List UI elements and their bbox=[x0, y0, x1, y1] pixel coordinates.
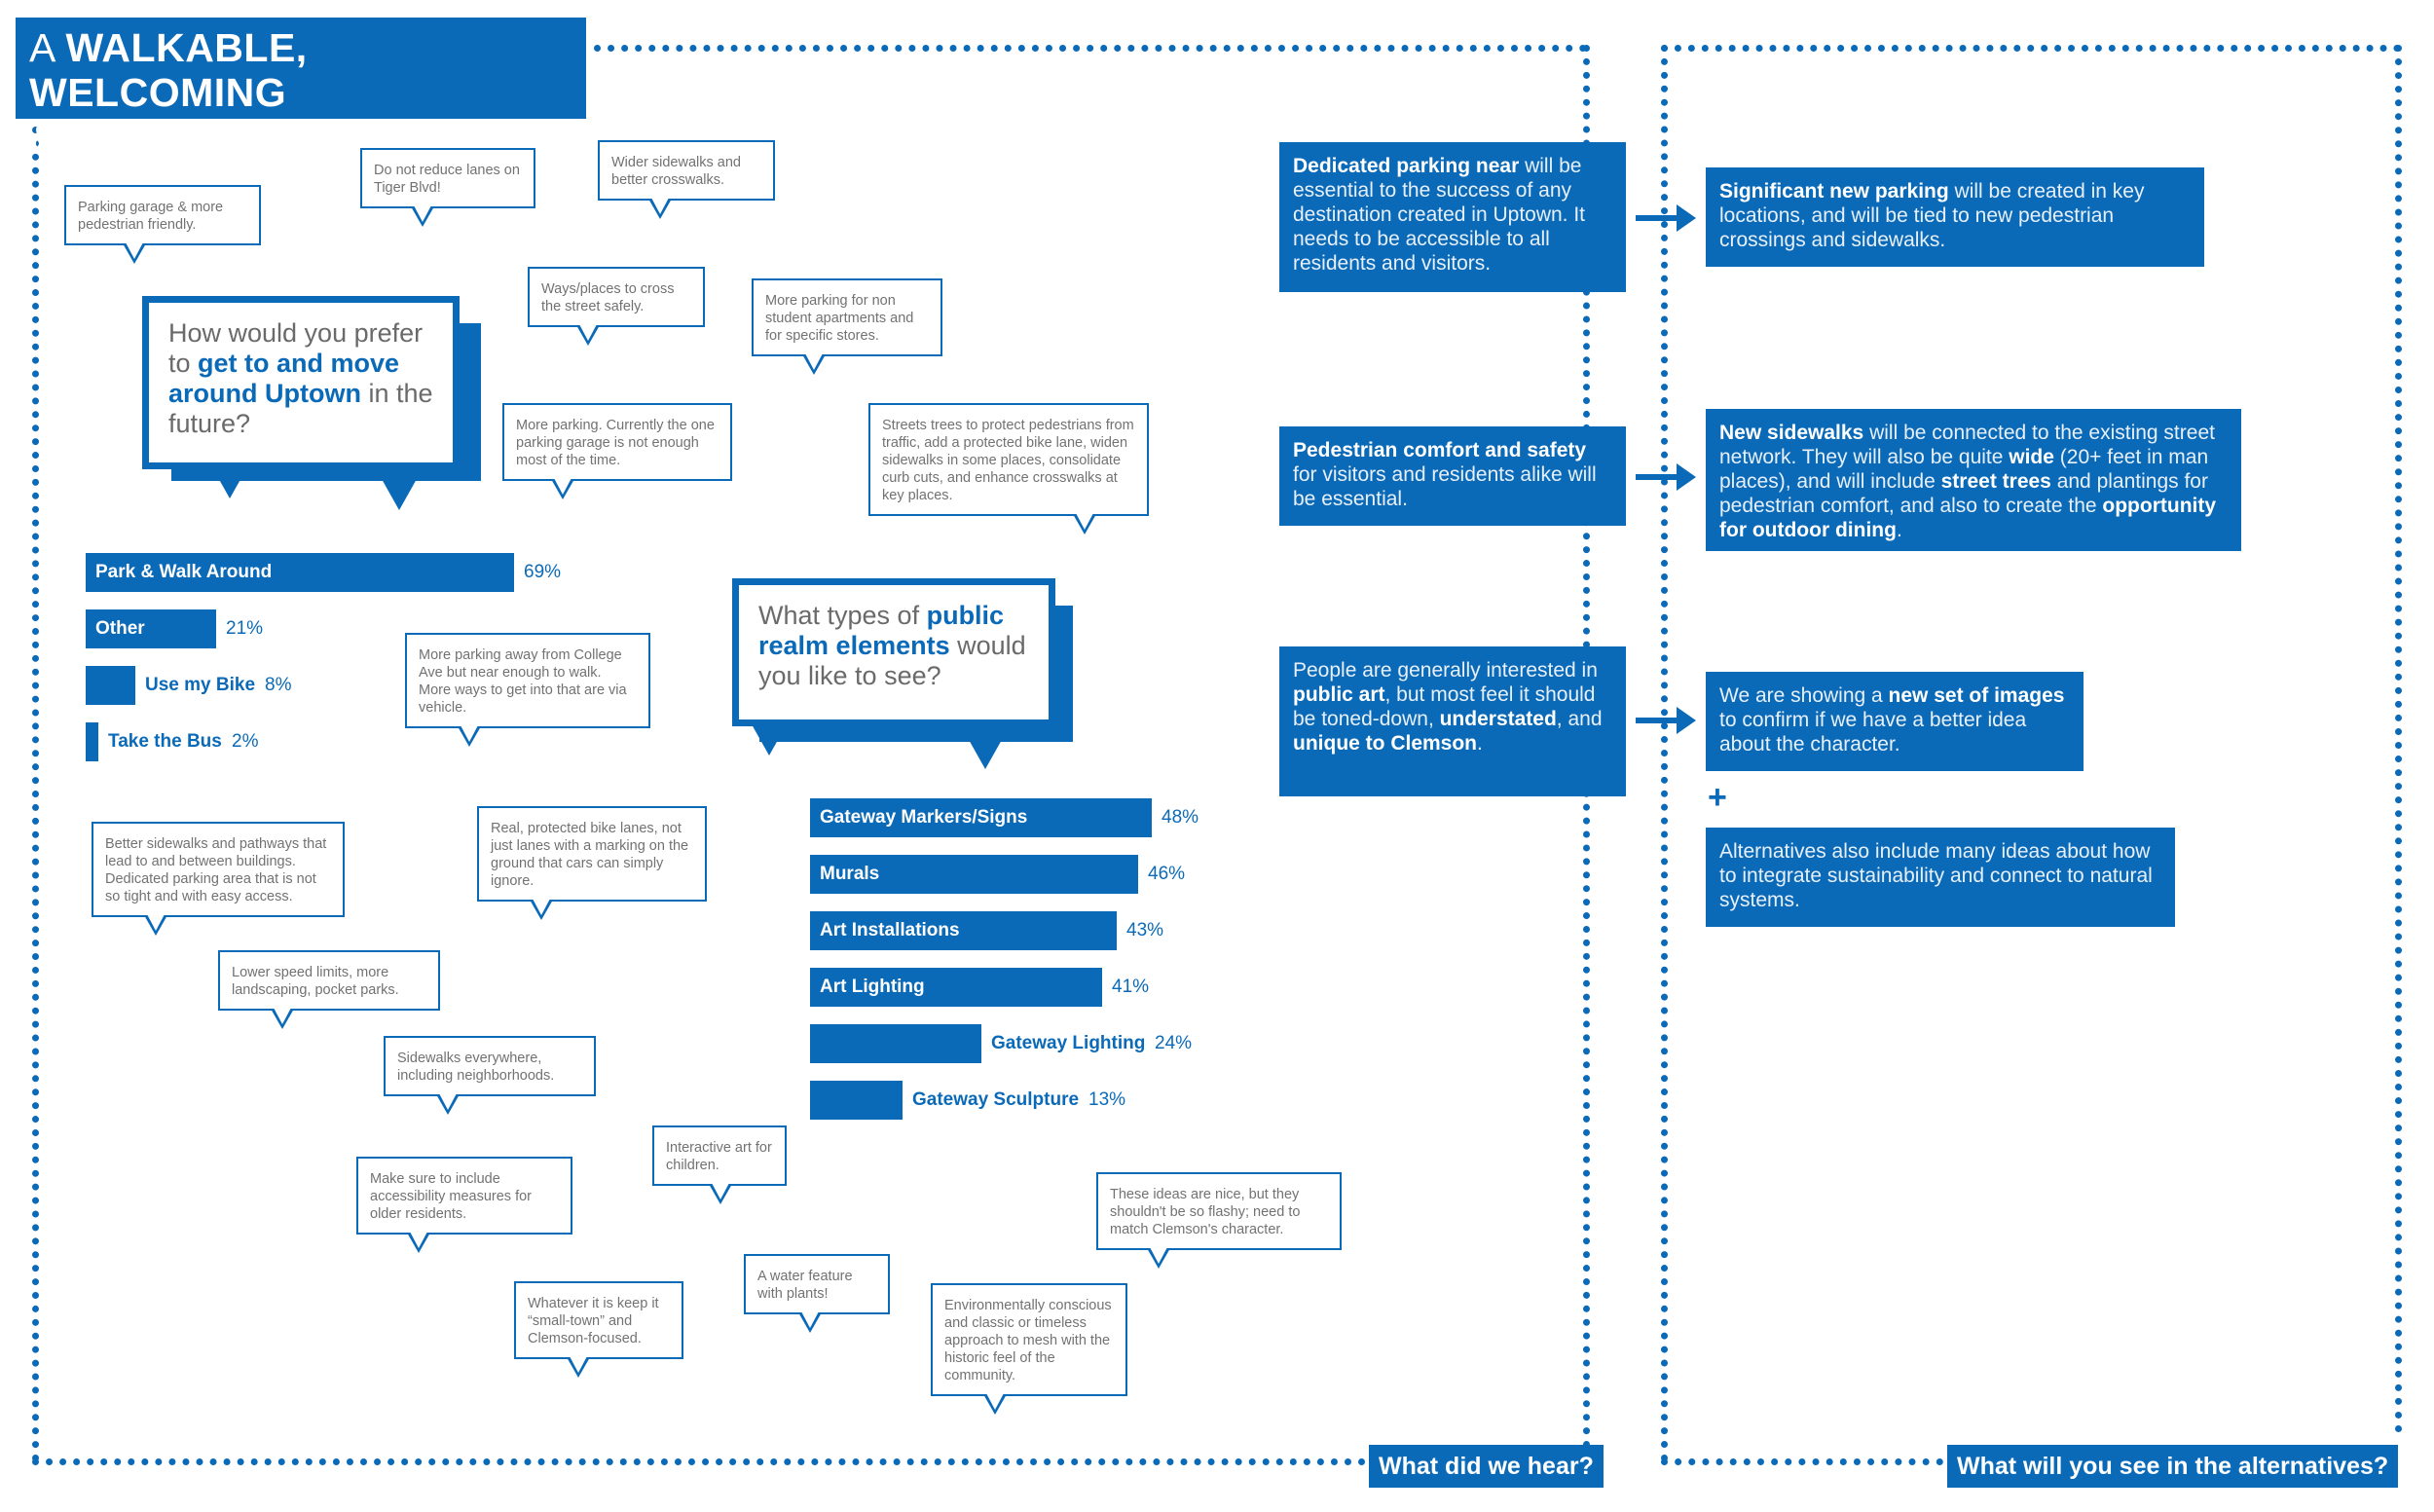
right-frame-right bbox=[2395, 45, 2402, 1433]
bar-value-label: 24% bbox=[1155, 1033, 1193, 1053]
bar-value-label: 41% bbox=[1112, 977, 1150, 997]
bar bbox=[810, 798, 1152, 837]
bar-label: Gateway Sculpture bbox=[912, 1089, 1080, 1110]
heard-box-public-art: People are generally interested in publi… bbox=[1279, 646, 1626, 796]
arrow-right-icon bbox=[1636, 463, 1696, 491]
bar-value-label: 69% bbox=[524, 562, 562, 582]
left-frame-bottom bbox=[32, 1458, 1366, 1465]
comment-bubble: Lower speed limits, more landscaping, po… bbox=[218, 950, 440, 1029]
comment-bubble: Sidewalks everywhere, including neighbor… bbox=[384, 1036, 596, 1115]
bar-label: Use my Bike bbox=[145, 675, 256, 695]
comment-bubble: Environmentally conscious and classic or… bbox=[931, 1283, 1127, 1415]
bar bbox=[810, 1081, 903, 1120]
comment-bubble: Interactive art for children. bbox=[652, 1125, 787, 1204]
comment-bubble: More parking for non student apartments … bbox=[752, 278, 942, 375]
comment-bubble: Ways/places to cross the street safely. bbox=[528, 267, 705, 346]
arrow-right-icon bbox=[1636, 707, 1696, 734]
comment-bubble: Parking garage & more pedestrian friendl… bbox=[64, 185, 261, 264]
alt-box-parking: Significant new parking will be created … bbox=[1706, 167, 2204, 267]
question2-box: What types of public realm elements woul… bbox=[732, 578, 1055, 726]
bar-label: Gateway Markers/Signs bbox=[820, 807, 1028, 828]
left-frame-left bbox=[32, 127, 39, 1462]
comment-bubble: Better sidewalks and pathways that lead … bbox=[92, 822, 345, 936]
comment-bubble: More parking. Currently the one parking … bbox=[502, 403, 732, 499]
alt-box-sidewalks: New sidewalks will be connected to the e… bbox=[1706, 409, 2241, 551]
question1-tail bbox=[382, 479, 417, 510]
question1-tail bbox=[212, 467, 247, 498]
heard-box-parking: Dedicated parking near will be essential… bbox=[1279, 142, 1626, 292]
bar bbox=[810, 968, 1102, 1007]
page-title: A WALKABLE, WELCOMING & CONNECTED UPTOWN bbox=[16, 18, 586, 160]
bar bbox=[810, 911, 1117, 950]
bar bbox=[810, 1024, 981, 1063]
bar-label: Murals bbox=[820, 864, 880, 884]
bar-label: Gateway Lighting bbox=[991, 1033, 1146, 1053]
comment-bubble: Wider sidewalks and better crosswalks. bbox=[598, 140, 775, 219]
plus-icon: + bbox=[1708, 779, 1727, 816]
bar-value-label: 8% bbox=[265, 675, 292, 695]
comment-bubble: A water feature with plants! bbox=[744, 1254, 890, 1333]
alt-box-sustainability: Alternatives also include many ideas abo… bbox=[1706, 828, 2175, 927]
right-frame-top bbox=[1661, 45, 2401, 52]
bar-value-label: 2% bbox=[232, 731, 259, 752]
alt-box-images: We are showing a new set of images to co… bbox=[1706, 672, 2084, 771]
comment-bubble: Streets trees to protect pedestrians fro… bbox=[868, 403, 1149, 535]
bar bbox=[86, 553, 514, 592]
footer-tab-heard: What did we hear? bbox=[1369, 1445, 1604, 1488]
bar-value-label: 21% bbox=[226, 618, 264, 639]
comment-bubble: Do not reduce lanes on Tiger Blvd! bbox=[360, 148, 535, 227]
bar-label: Other bbox=[95, 618, 145, 639]
bar-label: Take the Bus bbox=[108, 731, 222, 752]
question1-box: How would you prefer to get to and move … bbox=[142, 296, 460, 469]
question2-tail bbox=[752, 724, 787, 756]
footer-tab-alternatives: What will you see in the alternatives? bbox=[1947, 1445, 2399, 1488]
right-frame-left bbox=[1661, 45, 1668, 1462]
comment-bubble: More parking away from College Ave but n… bbox=[405, 633, 650, 747]
bar bbox=[810, 855, 1138, 894]
bar-value-label: 48% bbox=[1162, 807, 1199, 828]
bar-label: Art Installations bbox=[820, 920, 960, 940]
arrow-right-icon bbox=[1636, 204, 1696, 232]
bar bbox=[86, 666, 135, 705]
bar-label: Art Lighting bbox=[820, 977, 925, 997]
bar bbox=[86, 722, 98, 761]
question2-tail bbox=[968, 738, 1003, 769]
bar-value-label: 13% bbox=[1088, 1089, 1126, 1110]
bar-value-label: 43% bbox=[1126, 920, 1164, 940]
bar-value-label: 46% bbox=[1148, 864, 1186, 884]
comment-bubble: Real, protected bike lanes, not just lan… bbox=[477, 806, 707, 920]
comment-bubble: These ideas are nice, but they shouldn't… bbox=[1096, 1172, 1342, 1269]
heard-box-pedestrian: Pedestrian comfort and safety for visito… bbox=[1279, 426, 1626, 526]
bar-label: Park & Walk Around bbox=[95, 562, 273, 582]
right-frame-bottom bbox=[1661, 1458, 1943, 1465]
bar bbox=[86, 609, 216, 648]
comment-bubble: Make sure to include accessibility measu… bbox=[356, 1157, 572, 1253]
comment-bubble: Whatever it is keep it “small-town” and … bbox=[514, 1281, 683, 1378]
left-frame-top bbox=[594, 45, 1587, 52]
